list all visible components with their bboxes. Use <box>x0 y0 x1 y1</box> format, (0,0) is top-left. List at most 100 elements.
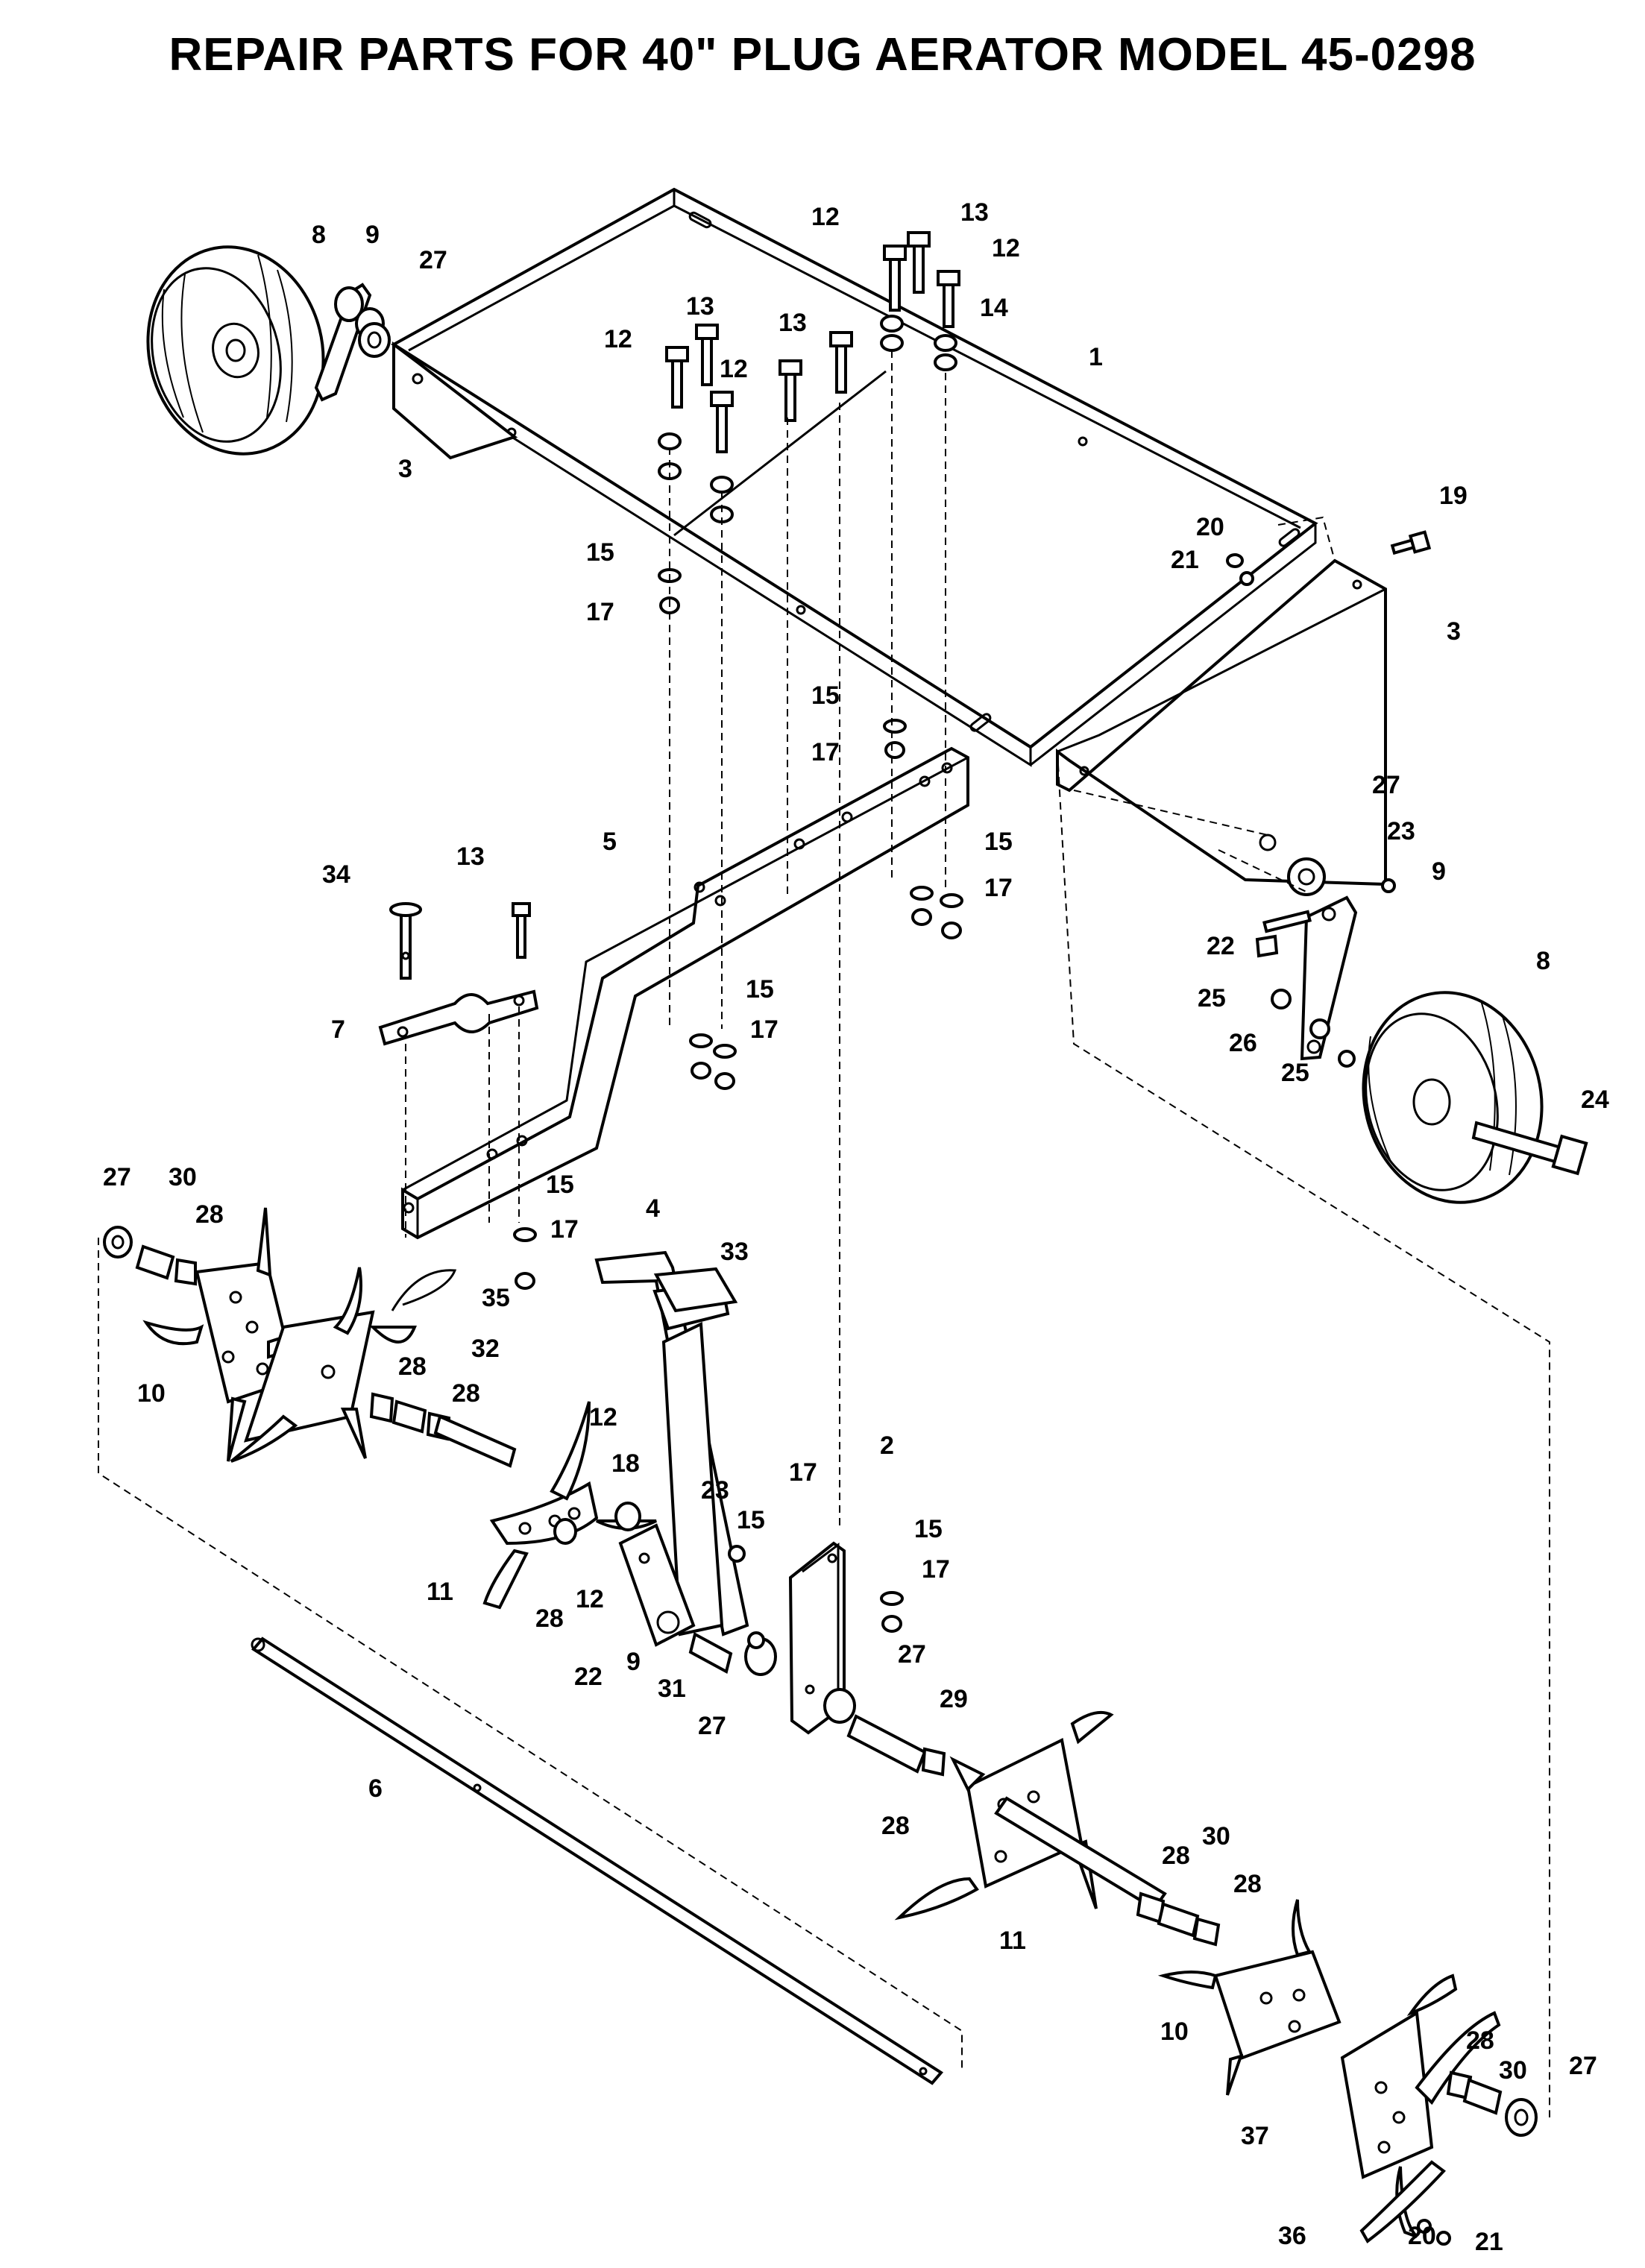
callout-c-28c: 28 <box>452 1379 480 1408</box>
callout-c-12a: 12 <box>811 203 840 231</box>
callout-c-28b: 28 <box>398 1352 427 1381</box>
callout-c-17e: 17 <box>550 1215 579 1244</box>
callout-c-15b: 15 <box>811 681 840 710</box>
callout-c-12c: 12 <box>604 325 632 353</box>
callout-c-17c: 17 <box>984 874 1013 902</box>
callout-c-14: 14 <box>980 294 1008 322</box>
callout-c-32: 32 <box>471 1335 500 1363</box>
callout-c-17d: 17 <box>750 1015 779 1044</box>
callout-c-22a: 22 <box>1207 932 1235 960</box>
wheel-arm-left <box>314 283 391 402</box>
callout-c-30b: 30 <box>1202 1822 1230 1850</box>
callout-c-29: 29 <box>940 1685 968 1713</box>
tine-star-right-outer <box>1157 1899 1342 2096</box>
callout-c-21a: 21 <box>1171 546 1199 574</box>
callout-c-15g: 15 <box>914 1515 943 1543</box>
callout-c-17b: 17 <box>811 738 840 766</box>
callout-c-9a: 9 <box>365 221 380 249</box>
callout-c-21b: 21 <box>1475 2228 1503 2256</box>
rod <box>251 1637 944 2085</box>
callout-c-35: 35 <box>482 1284 510 1312</box>
wheel-left <box>146 245 325 456</box>
callout-c-30c: 30 <box>1499 2056 1527 2085</box>
callout-c-12f: 12 <box>576 1585 604 1613</box>
callout-c-25b: 25 <box>1281 1059 1309 1087</box>
callout-c-12b: 12 <box>992 234 1020 262</box>
wheel-right <box>1362 991 1588 1204</box>
callout-c-31: 31 <box>658 1675 686 1703</box>
callout-c-30a: 30 <box>169 1163 197 1191</box>
callout-c-34: 34 <box>322 860 350 889</box>
callout-c-8b: 8 <box>1536 947 1550 975</box>
callout-c-19: 19 <box>1439 482 1468 510</box>
callout-c-9c: 9 <box>626 1648 641 1676</box>
lever-arm <box>594 1250 749 1647</box>
drawbar-frame <box>401 746 969 1240</box>
callout-c-8a: 8 <box>312 221 326 249</box>
alignment-lines <box>98 350 1550 2117</box>
callout-c-27a: 27 <box>419 246 447 274</box>
hitch-bracket <box>378 902 539 1046</box>
callout-c-23a: 23 <box>1387 817 1415 845</box>
callout-c-3a: 3 <box>398 455 412 483</box>
callout-c-3b: 3 <box>1447 617 1461 646</box>
callout-c-28d: 28 <box>535 1604 564 1633</box>
callout-c-37: 37 <box>1241 2122 1269 2150</box>
callout-c-13c: 13 <box>779 309 807 337</box>
callout-c-23b: 23 <box>701 1476 729 1505</box>
callout-c-36: 36 <box>1278 2222 1306 2250</box>
callout-c-17g: 17 <box>922 1555 950 1584</box>
tine-star-left-inner <box>230 1267 417 1463</box>
callout-c-27d: 27 <box>698 1712 726 1740</box>
callout-c-33: 33 <box>720 1238 749 1266</box>
callout-c-28h: 28 <box>1466 2026 1494 2055</box>
callout-c-10a: 10 <box>137 1379 166 1408</box>
callout-c-17f: 17 <box>789 1458 817 1487</box>
replacement-tine <box>1359 2160 1446 2243</box>
callout-c-20a: 20 <box>1196 513 1224 541</box>
callout-c-28f: 28 <box>1162 1842 1190 1870</box>
callout-c-25a: 25 <box>1198 984 1226 1012</box>
callout-c-18: 18 <box>611 1449 640 1478</box>
callout-c-13a: 13 <box>960 198 989 227</box>
callout-c-4: 4 <box>646 1194 660 1223</box>
callout-c-2: 2 <box>880 1431 894 1460</box>
callout-c-9b: 9 <box>1432 857 1446 886</box>
callout-c-12e: 12 <box>589 1403 617 1431</box>
callout-c-28a: 28 <box>195 1200 224 1229</box>
bearings-spacers <box>103 878 1538 2246</box>
bracket-left <box>392 341 518 460</box>
callout-c-24: 24 <box>1581 1086 1609 1114</box>
callout-c-6: 6 <box>368 1774 383 1803</box>
callout-c-11a: 11 <box>427 1578 453 1606</box>
callout-c-13d: 13 <box>456 842 485 871</box>
callout-c-15d: 15 <box>746 975 774 1004</box>
callout-c-1: 1 <box>1089 343 1103 371</box>
nuts-top <box>513 315 1254 1649</box>
callout-c-7: 7 <box>331 1015 345 1044</box>
bolts-top <box>665 231 1432 555</box>
callout-c-28g: 28 <box>1233 1870 1262 1898</box>
callout-c-10b: 10 <box>1160 2017 1189 2046</box>
callout-c-15c: 15 <box>984 828 1013 856</box>
callout-c-13b: 13 <box>686 292 714 321</box>
callout-c-27e: 27 <box>898 1640 926 1669</box>
tine-star-far-right <box>1340 1974 1501 2238</box>
callout-c-27f: 27 <box>1569 2052 1597 2080</box>
hairpin-clip <box>391 1269 457 1311</box>
tray-frame <box>391 187 1318 767</box>
callout-c-15e: 15 <box>546 1171 574 1199</box>
callout-c-27c: 27 <box>103 1163 131 1191</box>
diagram-title: REPAIR PARTS FOR 40" PLUG AERATOR MODEL … <box>169 29 1476 81</box>
callout-c-27b: 27 <box>1372 771 1400 799</box>
wheel-arm-right <box>1255 857 1358 1061</box>
callout-c-11b: 11 <box>999 1927 1026 1955</box>
callout-c-28e: 28 <box>881 1812 910 1840</box>
callout-c-12d: 12 <box>720 355 748 383</box>
callout-c-15a: 15 <box>586 538 614 567</box>
bracket-right <box>1056 558 1387 886</box>
callout-c-15f: 15 <box>737 1506 765 1534</box>
callout-c-5: 5 <box>603 828 617 856</box>
